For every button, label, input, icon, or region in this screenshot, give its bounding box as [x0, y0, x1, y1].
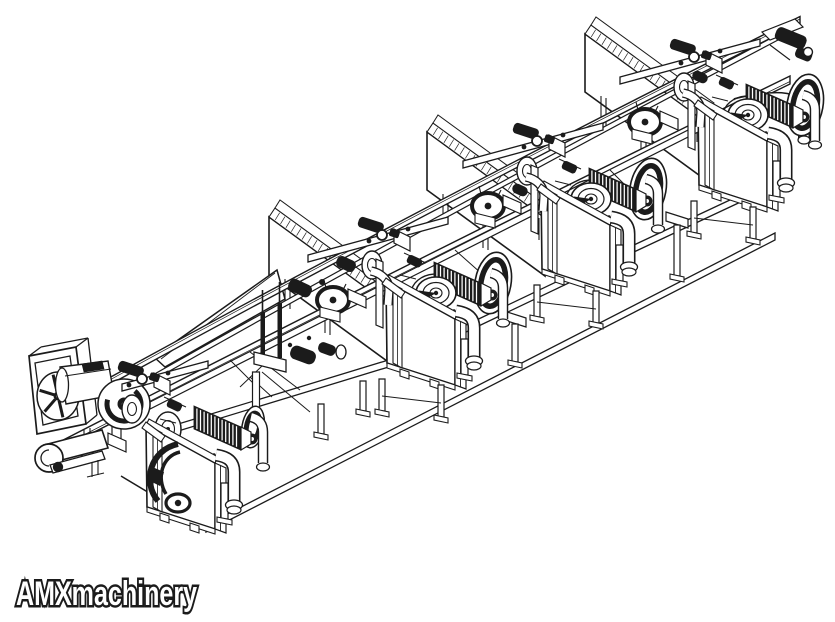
svg-text:AMXmachinery: AMXmachinery	[16, 575, 197, 613]
